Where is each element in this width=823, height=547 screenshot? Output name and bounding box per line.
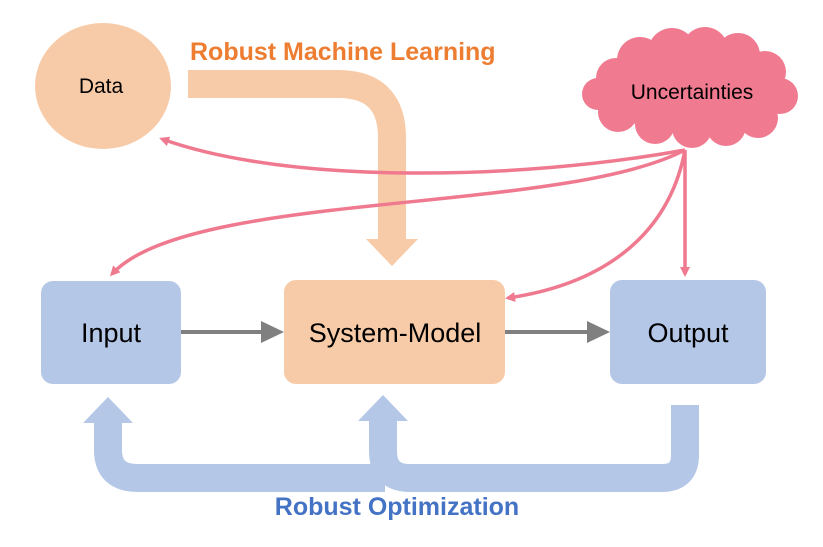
uncertainty-to-model-arrow bbox=[505, 149, 687, 302]
uncertainty-to-input-arrow bbox=[109, 148, 686, 277]
output-node-label: Output bbox=[647, 318, 729, 348]
output-node: Output bbox=[610, 280, 766, 384]
system-model-node: System-Model bbox=[284, 280, 505, 384]
flow-arrows bbox=[181, 321, 610, 343]
data-node-label: Data bbox=[79, 75, 124, 98]
data-node: Data bbox=[35, 23, 171, 149]
uncertainty-arrows bbox=[109, 136, 690, 302]
uncertainty-to-data-arrow bbox=[159, 136, 686, 175]
input-node-label: Input bbox=[81, 318, 142, 348]
uncertainties-cloud: Uncertainties bbox=[582, 27, 798, 148]
robust-optimization-title: Robust Optimization bbox=[275, 493, 519, 521]
system-model-label: System-Model bbox=[309, 318, 482, 348]
robust-optimization-arrows bbox=[83, 395, 699, 492]
robust-ml-title: Robust Machine Learning bbox=[190, 38, 496, 66]
uncertainties-label: Uncertainties bbox=[631, 81, 754, 104]
input-node: Input bbox=[41, 281, 181, 384]
robust-ml-arrow bbox=[188, 70, 418, 266]
